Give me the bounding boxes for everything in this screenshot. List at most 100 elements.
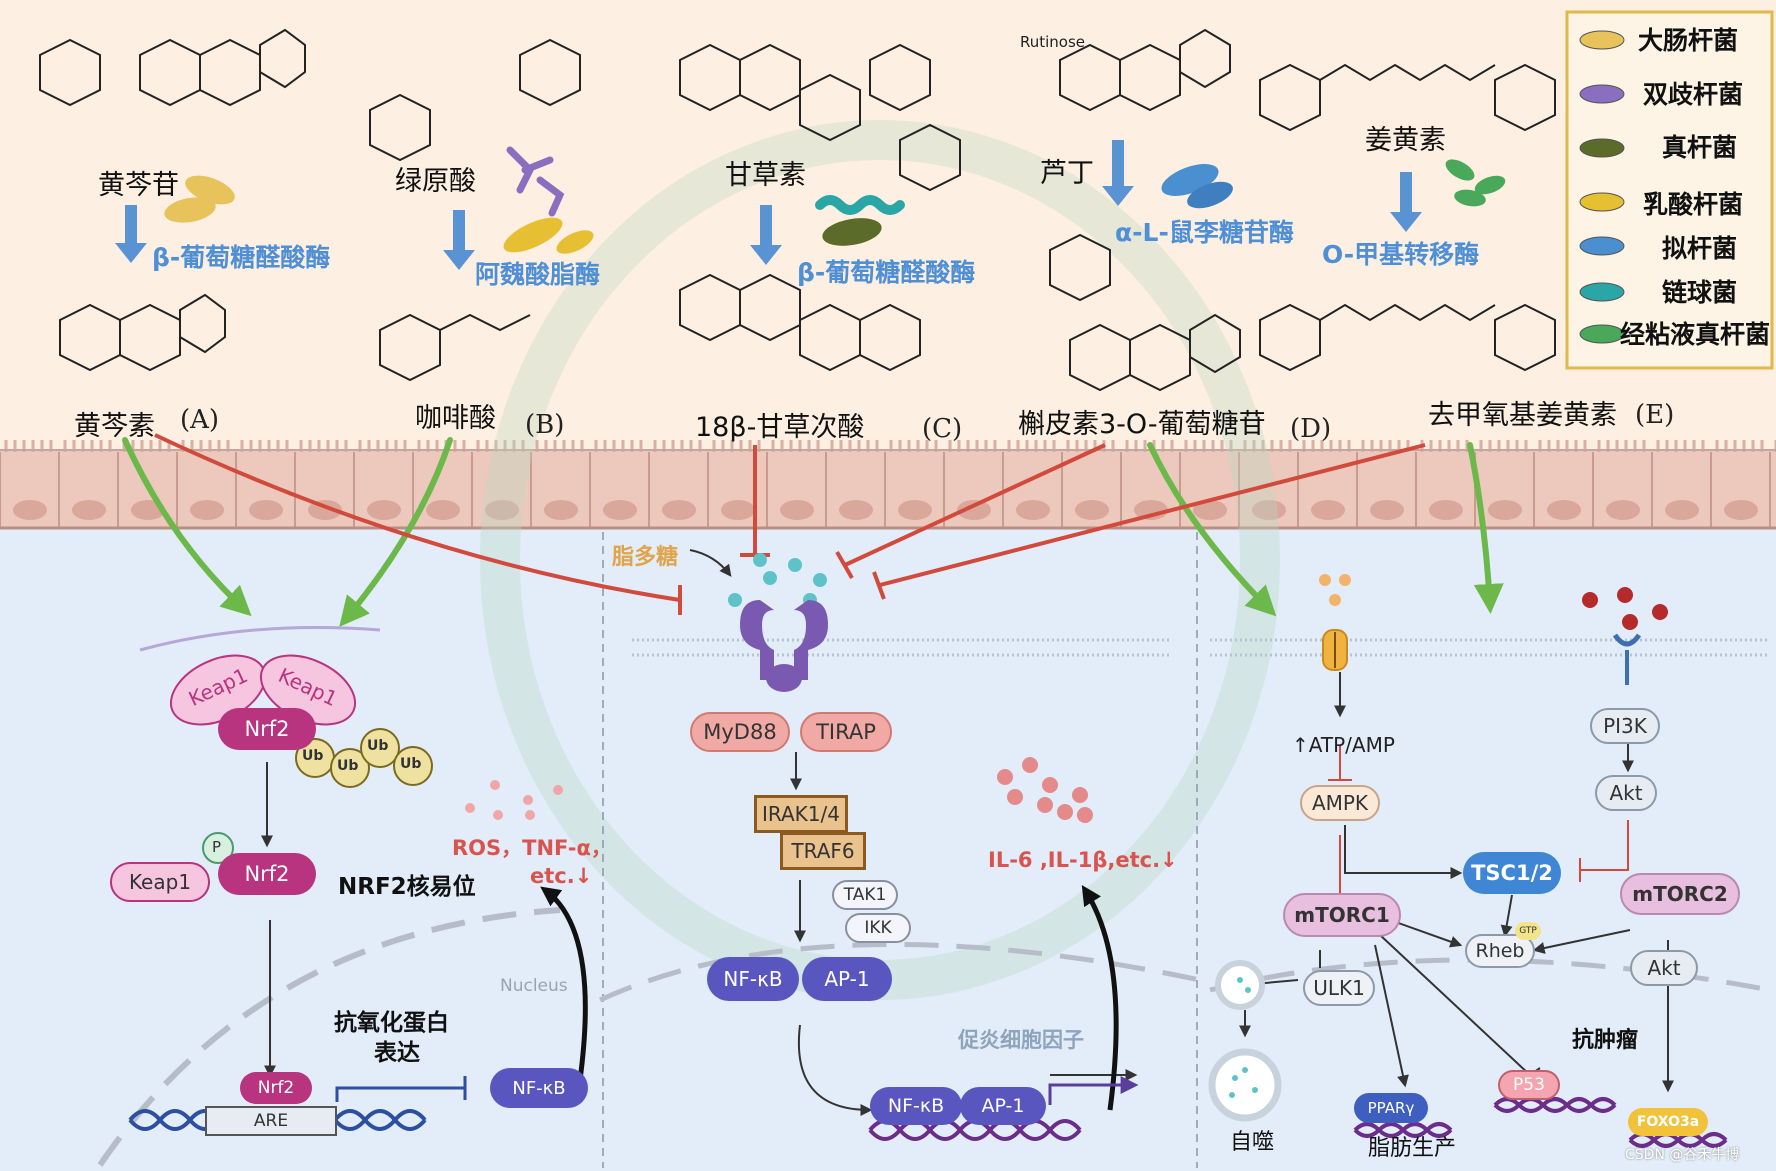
cell-nucleus (662, 500, 696, 520)
cell-nucleus (1075, 500, 1109, 520)
traf6-box: TRAF6 (780, 832, 866, 870)
cell-nucleus (1724, 500, 1758, 520)
pi3k-box: PI3K (1590, 708, 1660, 744)
enzyme-a: β-葡萄糖醛酸酶 (152, 243, 331, 272)
tsc-box: TSC1/2 (1463, 852, 1561, 894)
lumen-background (0, 0, 1776, 450)
legend-swatch-6 (1579, 324, 1625, 344)
akt2-box: Akt (1630, 950, 1698, 986)
cell-nucleus (13, 500, 47, 520)
membrane-right (1210, 638, 1770, 657)
ub-label-1: Ub (302, 748, 324, 764)
legend-mucus-eubacterium: 经粘液真杆菌 (1620, 320, 1771, 349)
legend-swatch-2 (1579, 138, 1625, 158)
ap1-nucleus: AP-1 (960, 1087, 1046, 1125)
cell-background (0, 528, 1776, 1171)
nrf2-free: Nrf2 (218, 853, 316, 895)
nfkb-left: NF-κB (490, 1068, 588, 1108)
gtp-badge: GTP (1515, 922, 1541, 940)
legend-box (1565, 10, 1774, 370)
tirap-box: TIRAP (800, 712, 892, 752)
label-glycyrrhetinic-acid: 18β-甘草次酸 (695, 412, 865, 443)
are-box: ARE (205, 1106, 337, 1136)
lps-molecules (689, 549, 827, 607)
label-caffeic-acid: 咖啡酸 (415, 403, 496, 434)
autophagy-label: 自噬 (1230, 1130, 1275, 1155)
legend-swatches (1579, 30, 1625, 344)
nrf2-translocation: NRF2核易位 (338, 874, 476, 900)
cell-nucleus (249, 500, 283, 520)
legend-swatch-1 (1579, 84, 1625, 104)
keap1-free: Keap1 (110, 862, 210, 902)
label-demethoxycurcumin: 去甲氧基姜黄素 (1428, 400, 1617, 431)
ub-label-4: Ub (400, 756, 422, 772)
cell-nucleus (1311, 500, 1345, 520)
enzyme-e: O-甲基转移酶 (1322, 240, 1480, 269)
right-receptors (1319, 574, 1668, 685)
panel-c: (C) (922, 414, 963, 444)
label-chlorogenic-acid: 绿原酸 (395, 166, 476, 197)
cell-nucleus (1016, 500, 1050, 520)
cell-nucleus (1547, 500, 1581, 520)
p53-box: P53 (1498, 1070, 1560, 1100)
legend-streptococcus: 链球菌 (1662, 278, 1738, 307)
cytokines-down: IL-6 ,IL-1β,etc.↓ (988, 848, 1178, 872)
legend-ecoli: 大肠杆菌 (1638, 26, 1739, 55)
label-rutinose: Rutinose (1020, 33, 1086, 51)
enzyme-c: β-葡萄糖醛酸酶 (797, 258, 976, 287)
legend-swatch-0 (1579, 30, 1625, 50)
panel-d: (D) (1290, 414, 1332, 444)
cytokine-molecules (997, 757, 1093, 823)
cell-nucleus (957, 500, 991, 520)
lps-label: 脂多糖 (612, 545, 679, 570)
legend-eubacterium: 真杆菌 (1662, 133, 1738, 162)
ub-label-3: Ub (367, 738, 389, 754)
inhibition-lines (154, 433, 1426, 615)
legend-bacteroides: 拟杆菌 (1662, 234, 1738, 263)
cell-nucleus (1193, 500, 1227, 520)
foxo3a-box: FOXO3a (1628, 1108, 1708, 1136)
mtorc2-box: mTORC2 (1620, 873, 1740, 915)
myd88-box: MyD88 (690, 712, 790, 752)
irak-box: IRAK1/4 (754, 795, 848, 833)
cell-nucleus (780, 500, 814, 520)
ap1-middle: AP-1 (802, 957, 892, 1001)
cell-nucleus (544, 500, 578, 520)
bacteria-top (164, 146, 1506, 254)
expression-text: 表达 (374, 1040, 420, 1066)
akt-box: Akt (1595, 775, 1657, 811)
cell-nucleus (485, 500, 519, 520)
nrf2-cascade-arrows (261, 762, 276, 1078)
cell-nucleus (1429, 500, 1463, 520)
legend-lactobacillus: 乳酸杆菌 (1643, 190, 1744, 219)
label-curcumin: 姜黄素 (1365, 125, 1446, 156)
ros-text: ROS，TNF-α， (452, 836, 612, 860)
cell-nucleus (1606, 500, 1640, 520)
ikk-box: IKK (845, 913, 911, 943)
label-baicalein: 黄芩素 (74, 411, 155, 442)
activation-arrows (122, 437, 1504, 627)
cell-nucleus (1252, 500, 1286, 520)
enzyme-d: α-L-鼠李糖苷酶 (1115, 218, 1294, 247)
tlr4-receptor (740, 600, 828, 692)
cell-nucleus (1488, 500, 1522, 520)
cell-nucleus (898, 500, 932, 520)
atp-amp-label: ↑ATP/AMP (1292, 733, 1395, 757)
cell-nucleus (721, 500, 755, 520)
tak1-box: TAK1 (832, 880, 898, 910)
ampk-box: AMPK (1300, 785, 1380, 821)
nfkb-nucleus: NF-κB (870, 1087, 962, 1125)
nucleus-envelope (97, 907, 561, 1167)
ulk1-box: ULK1 (1303, 970, 1375, 1006)
legend-bifidobacterium: 双歧杆菌 (1643, 80, 1744, 109)
ros-molecules (465, 780, 563, 820)
watermark-text: CSDN @谷禾牛博 (1625, 1147, 1740, 1163)
antitumor-label: 抗肿瘤 (1572, 1028, 1639, 1053)
label-baicalin: 黄芩苷 (98, 170, 179, 201)
proinflammatory-label: 促炎细胞因子 (958, 1028, 1084, 1052)
nucleus-label: Nucleus (500, 976, 568, 996)
ppar-box: PPARγ (1354, 1093, 1428, 1123)
panel-a: (A) (180, 405, 220, 435)
